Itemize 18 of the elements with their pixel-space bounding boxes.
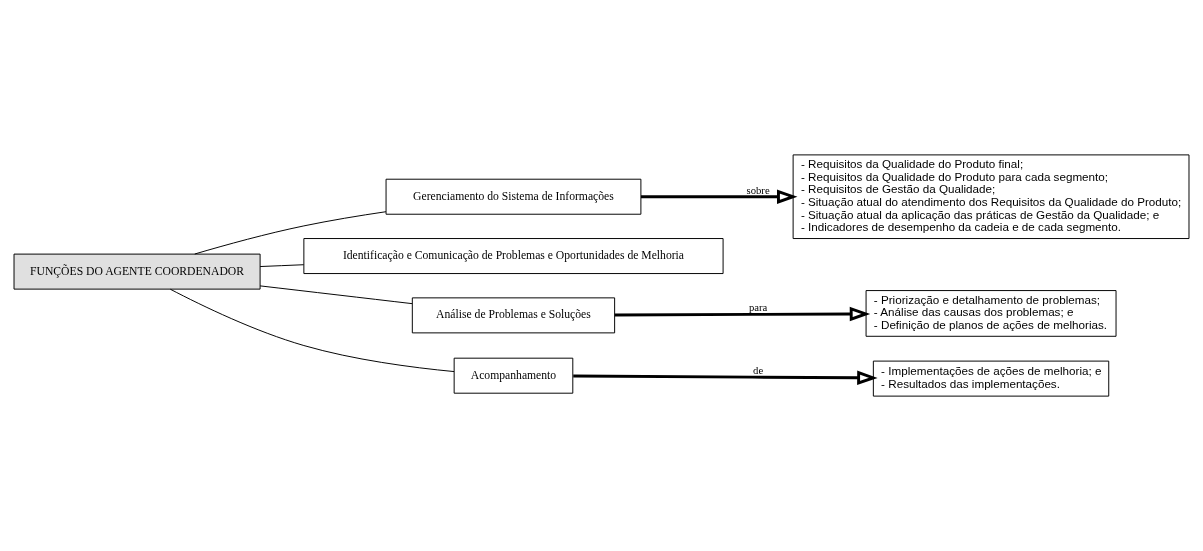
arrow	[614, 306, 871, 322]
connector	[259, 264, 305, 267]
node-box: - Requisitos da Qualidade do Produto final; - Requisitos da Qualidade do Produto para cada segmento; - Requisitos de Gestão da Qualidade; - Situação atual do atendimento dos Requisitos da Qualidade do Produto; - Situação atual da aplicação das práticas de Gestão da Qualidade; e - Indicadores de desempenho da cadeia e de cada segmento.	[792, 154, 1190, 240]
node-box: - Implementações de ações de melhoria; e - Resultados das implementações.	[872, 360, 1110, 397]
node-box: Gerenciamento do Sistema de Informações	[385, 178, 642, 215]
node-box: - Priorização e detalhamento de problemas; - Análise das causas dos problemas; e - Definição de planos de ações de melhorias.	[865, 290, 1117, 337]
connector	[169, 288, 455, 373]
connector	[194, 211, 387, 255]
node-box: Identificação e Comunicação de Problemas e Oportunidades de Melhoria	[303, 238, 724, 275]
node-box: FUNÇÕES DO AGENTE COORDENADOR	[13, 253, 261, 290]
edge-label: para	[748, 301, 768, 314]
node-box: Análise de Problemas e Soluções	[411, 297, 616, 334]
connector	[259, 285, 413, 305]
edge-label: sobre	[746, 183, 770, 196]
arrow	[573, 370, 878, 385]
arrow	[640, 189, 798, 204]
node-box: Acompanhamento	[453, 357, 574, 394]
edge-label: de	[753, 363, 764, 376]
